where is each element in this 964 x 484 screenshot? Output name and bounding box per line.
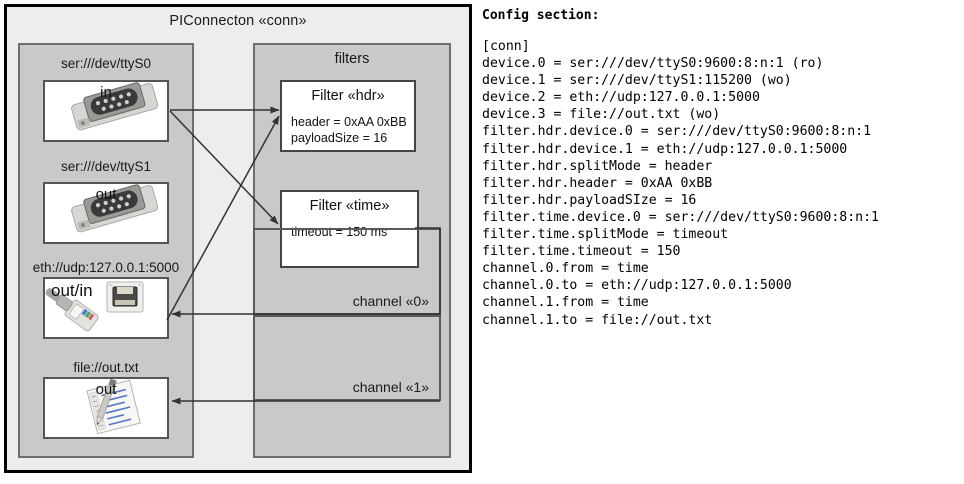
filter-title-time: Filter «time» — [309, 198, 390, 214]
channel-region-1: channel «1» — [253, 315, 441, 401]
device-label-file: file://out.txt — [73, 360, 139, 375]
config-text: [conn] device.0 = ser:///dev/ttyS0:9600:… — [482, 39, 879, 328]
diagram-title: PIConnecton «conn» — [169, 13, 307, 29]
device-box-ttys1[interactable]: out — [43, 182, 169, 244]
filter-prop: header = 0xAA 0xBB — [291, 115, 407, 129]
device-direction-eth: out/in — [51, 281, 93, 300]
filter-title-hdr: Filter «hdr» — [311, 88, 385, 104]
filter-box-hdr[interactable]: Filter «hdr» header = 0xAA 0xBB payloadS… — [280, 80, 416, 152]
device-direction-ttys1: out — [95, 186, 117, 203]
filters-panel-title: filters — [334, 51, 370, 67]
config-heading: Config section: — [482, 8, 600, 23]
device-label-ttys1: ser:///dev/ttyS1 — [60, 159, 152, 174]
device-label-eth: eth://udp:127.0.0.1:5000 — [32, 260, 180, 275]
device-box-eth[interactable]: out/in — [43, 277, 169, 339]
channel-label-0: channel «0» — [352, 293, 429, 309]
device-label-ttys0: ser:///dev/ttyS0 — [60, 56, 152, 71]
config-pane: Config section: [conn] device.0 = ser://… — [482, 0, 962, 484]
channel-label-1: channel «1» — [352, 379, 429, 395]
channel-region-0: channel «0» — [253, 228, 441, 315]
device-direction-ttys0: in — [100, 84, 112, 101]
device-box-file[interactable]: out — [43, 377, 169, 439]
connection-diagram: PIConnecton «conn» ser:///dev/ttyS0 in — [4, 4, 472, 473]
device-direction-file: out — [95, 381, 117, 398]
filter-props-hdr: header = 0xAA 0xBB payloadSize = 16 — [291, 114, 407, 146]
device-box-ttys0[interactable]: in — [43, 80, 169, 142]
filter-prop: payloadSize = 16 — [291, 131, 388, 145]
